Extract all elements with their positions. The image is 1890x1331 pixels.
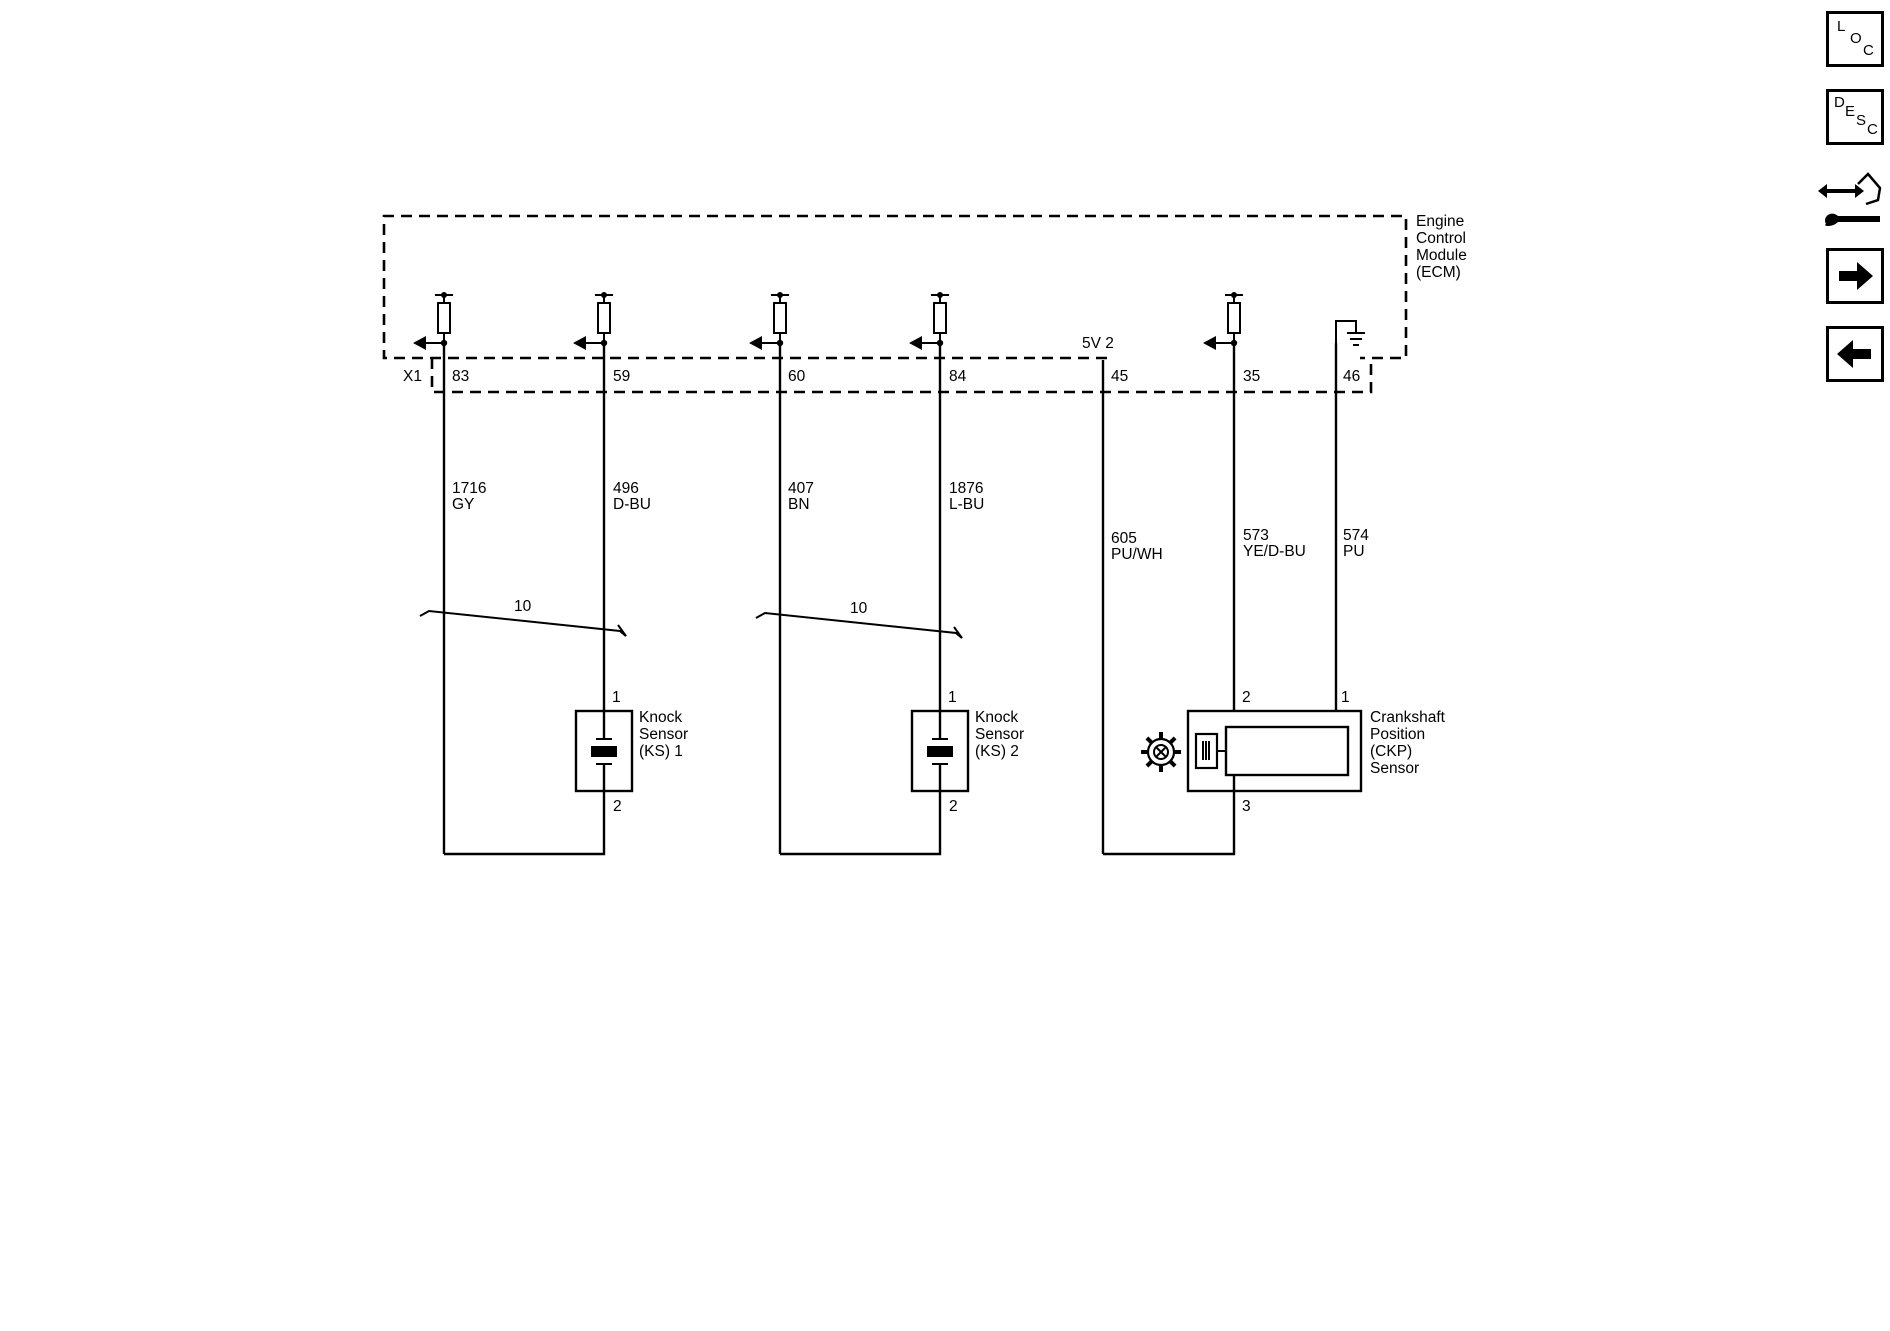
ecm-label-line-1: Engine: [1416, 213, 1464, 230]
ecm-connector-outline: [430, 358, 1373, 394]
component-pin: 2: [1242, 689, 1251, 706]
circuit-number: 573: [1243, 527, 1269, 544]
previous-arrow-icon: [1837, 340, 1871, 368]
ks2-label-line-3: (KS) 2: [975, 743, 1019, 760]
ckp-label-line-4: Sensor: [1370, 760, 1419, 777]
circuit-number: 605: [1111, 530, 1137, 547]
ckp-label-line-1: Crankshaft: [1370, 709, 1446, 726]
twisted-pair-marker-2: 10: [755, 600, 963, 639]
knock-sensor-2: [910, 709, 970, 793]
loc-letter-l: L: [1837, 18, 1846, 35]
component-pin: 2: [613, 798, 622, 815]
pin-number: 84: [949, 368, 967, 385]
twist-label: 10: [850, 600, 868, 617]
ecm-pin59-resistor: [572, 291, 614, 351]
ckp-return-wire: [1103, 791, 1236, 856]
ecm-module-outline: [382, 214, 1408, 360]
ecm-label-line-3: Module: [1416, 247, 1467, 264]
desc-letter-e: E: [1845, 103, 1856, 120]
pin-number: 83: [452, 368, 469, 385]
pin-number: 45: [1111, 368, 1128, 385]
knock-sensor-1: [574, 709, 634, 793]
desc-letter-c: C: [1867, 121, 1878, 138]
ks1-return-wire: [444, 791, 606, 856]
ckp-label-line-3: (CKP): [1370, 743, 1412, 760]
ecm-label-line-4: (ECM): [1416, 264, 1461, 281]
ecm-pin83-resistor: [412, 291, 454, 351]
ks1-label-line-3: (KS) 1: [639, 743, 683, 760]
ecm-module-label: Engine Control Module (ECM): [1416, 213, 1467, 281]
supply-label: 5V 2: [1082, 335, 1114, 352]
wire-color: PU/WH: [1111, 546, 1163, 563]
ecm-label-line-2: Control: [1416, 230, 1466, 247]
circuit-number: 574: [1343, 527, 1369, 544]
location-button[interactable]: L O C: [1826, 11, 1884, 67]
twisted-pair-marker-1: 10: [419, 598, 627, 637]
twist-label: 10: [514, 598, 532, 615]
circuit-number: 1716: [452, 480, 486, 497]
component-pin: 1: [1341, 689, 1350, 706]
ecm-pin84-resistor: [908, 291, 950, 351]
connector-label: X1: [403, 368, 422, 385]
component-pin: 2: [949, 798, 958, 815]
previous-button[interactable]: [1826, 326, 1884, 382]
ckp-label-line-2: Position: [1370, 726, 1425, 743]
connector-view-icon: [1818, 172, 1882, 226]
ks2-label-line-2: Sensor: [975, 726, 1024, 743]
pin-number: 59: [613, 368, 630, 385]
desc-letter-s: S: [1856, 112, 1867, 129]
circuit-number: 1876: [949, 480, 983, 497]
next-button[interactable]: [1826, 248, 1884, 304]
component-pin: 1: [948, 689, 957, 706]
wire-color: D-BU: [613, 496, 651, 513]
ks2-return-wire: [780, 791, 942, 856]
description-button[interactable]: D E S C: [1826, 89, 1884, 145]
ks1-label-line-2: Sensor: [639, 726, 688, 743]
ks1-label-line-1: Knock: [639, 709, 682, 726]
desc-letter-d: D: [1834, 94, 1845, 111]
circuit-number: 407: [788, 480, 814, 497]
wire-color: PU: [1343, 543, 1365, 560]
pin-number: 35: [1243, 368, 1260, 385]
circuit-number: 496: [613, 480, 639, 497]
component-pin: 1: [612, 689, 621, 706]
ecm-pin60-resistor: [748, 291, 790, 351]
ks2-label-line-1: Knock: [975, 709, 1018, 726]
gear-icon: [1141, 732, 1181, 772]
pin-number: 60: [788, 368, 806, 385]
loc-letter-o: O: [1850, 30, 1862, 47]
next-arrow-icon: [1839, 262, 1873, 290]
ecm-pin35-resistor: [1202, 291, 1244, 351]
loc-letter-c: C: [1863, 42, 1874, 59]
wire-color: YE/D-BU: [1243, 543, 1306, 560]
ckp-sensor: [1186, 709, 1363, 793]
component-pin: 3: [1242, 798, 1251, 815]
wire-color: BN: [788, 496, 810, 513]
wire-color: L-BU: [949, 496, 984, 513]
wire-color: GY: [452, 496, 474, 513]
pin-number: 46: [1343, 368, 1360, 385]
connector-view-button[interactable]: [1818, 166, 1886, 232]
